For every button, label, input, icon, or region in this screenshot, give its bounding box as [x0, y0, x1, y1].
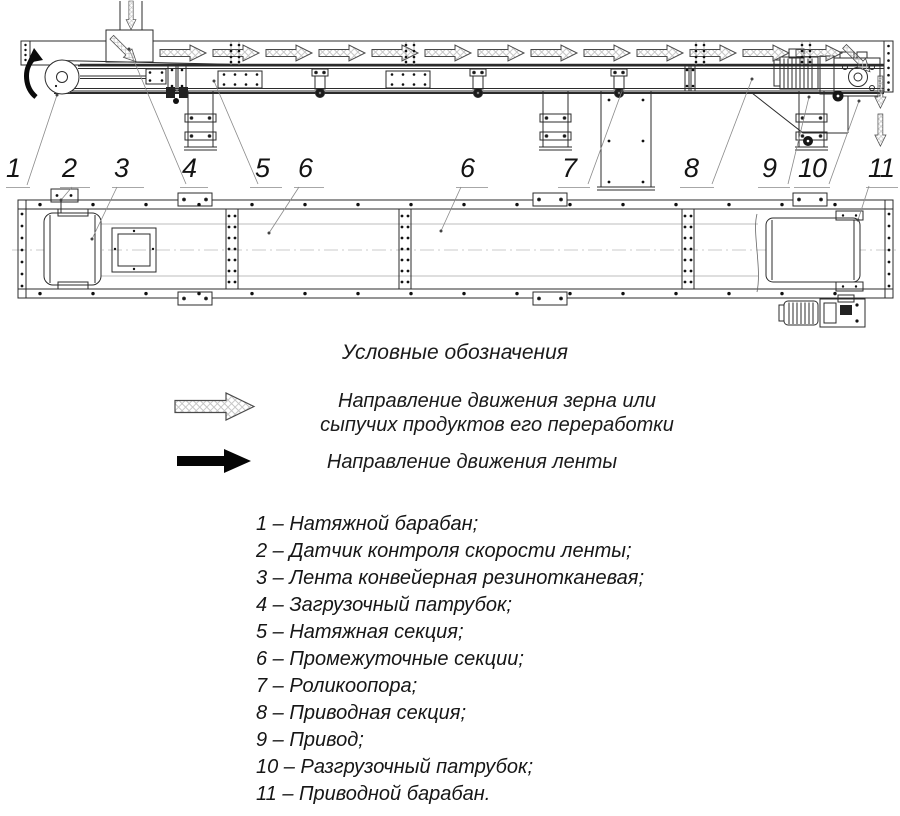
frame-joint-plates: [217, 70, 431, 89]
grain-direction-label: Направление движения зерна или сыпучих п…: [297, 389, 697, 437]
legend-title: Условные обозначения: [342, 341, 568, 364]
parts-list-item: 8 – Приводная секция;: [256, 702, 467, 724]
belt-direction-legend-arrow-icon: [177, 449, 251, 473]
callout-10: 10: [798, 153, 827, 183]
discharge-spout: [751, 92, 849, 146]
parts-list-item: 10 – Разгрузочный патрубок;: [256, 756, 534, 778]
top-view-body: [17, 199, 894, 299]
end-plate: [883, 40, 894, 93]
loading-spout: [105, 0, 154, 67]
callout-8: 8: [684, 153, 699, 183]
parts-list-item: 4 – Загрузочный патрубок;: [256, 594, 512, 616]
top-view: [12, 188, 898, 328]
parts-list-item: 6 – Промежуточные секции;: [256, 648, 524, 670]
callout-6a: 6: [298, 153, 313, 183]
grain-flow-arrows: [159, 44, 843, 62]
support-legs: [184, 90, 828, 151]
drive-support-stand: [597, 90, 655, 191]
inflow-arrow-icon: [125, 0, 137, 30]
grain-direction-arrow-icon: [174, 392, 256, 421]
parts-list-item: 11 – Приводной барабан.: [256, 783, 491, 805]
drive-drum-top: [755, 210, 864, 293]
callout-5: 5: [255, 153, 270, 183]
edge-brackets: [177, 192, 828, 306]
side-view: [20, 0, 894, 191]
outlet-down-arrow-icon: [874, 113, 887, 147]
belt-speed-sensor: [50, 188, 79, 213]
callout-7: 7: [562, 153, 577, 183]
callout-1: 1: [6, 153, 21, 183]
belt-direction-label: Направление движения ленты: [326, 451, 618, 473]
callout-6b: 6: [460, 153, 475, 183]
parts-list: 1 – Натяжной барабан; 2 – Датчик контрол…: [256, 511, 644, 808]
tension-unit: [80, 65, 188, 104]
tension-drum-top: [43, 208, 102, 290]
callout-3: 3: [114, 153, 129, 183]
bolt-dots: [20, 41, 891, 296]
callout-11: 11: [868, 153, 895, 183]
parts-list-item: 5 – Натяжная секция;: [256, 621, 464, 643]
callout-4: 4: [182, 153, 197, 183]
grain-direction-label-line2: сыпучих продуктов его переработки: [320, 414, 674, 436]
section-flanges: [225, 208, 695, 290]
grain-direction-label-line1: Направление движения зерна или: [338, 390, 656, 412]
callout-leaders: [6, 47, 898, 241]
drive-section-flange: [684, 65, 696, 92]
parts-list-item: 1 – Натяжной барабан;: [256, 513, 479, 535]
parts-list-item: 7 – Роликоопора;: [256, 675, 418, 697]
callout-9: 9: [762, 153, 777, 183]
drive-motor-top: [778, 294, 866, 328]
belt-edges: [101, 223, 758, 277]
callout-2: 2: [62, 153, 77, 183]
belt-direction-arrow-icon: [24, 48, 43, 99]
parts-list-item: 9 – Привод;: [256, 729, 364, 751]
parts-list-item: 2 – Датчик контроля скорости ленты;: [256, 540, 632, 562]
tension-drum: [44, 59, 80, 95]
parts-list-item: 3 – Лента конвейерная резинотканевая;: [256, 567, 645, 589]
outlet-diagonal-arrow-icon: [839, 41, 875, 77]
inspection-hatch: [111, 227, 157, 273]
